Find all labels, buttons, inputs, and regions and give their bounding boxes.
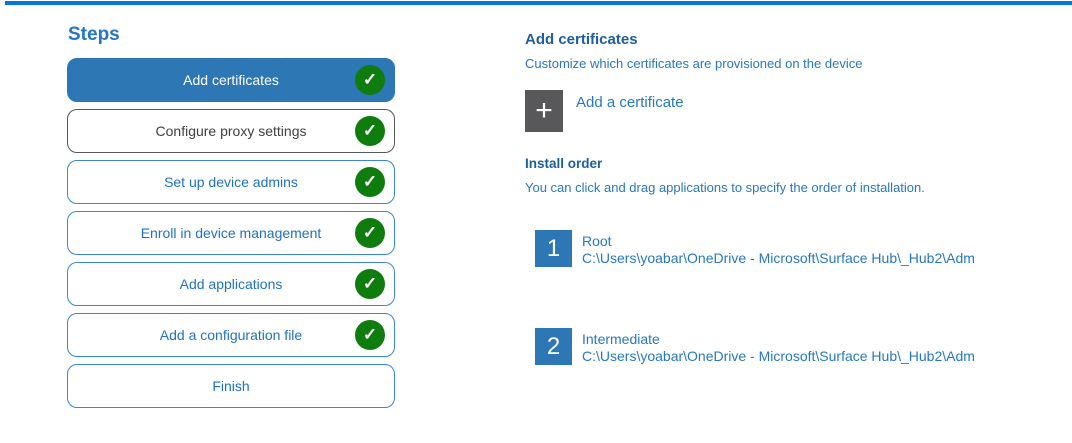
check-icon: ✓ — [355, 218, 385, 248]
step-label: Finish — [212, 378, 250, 394]
add-certificate-button[interactable]: + Add a certificate — [525, 90, 684, 132]
step-add-certificates[interactable]: Add certificates ✓ — [67, 58, 395, 102]
install-order-title: Install order — [525, 156, 603, 171]
step-add-applications[interactable]: Add applications ✓ — [67, 262, 395, 306]
add-certificate-label: Add a certificate — [576, 94, 684, 111]
plus-icon[interactable]: + — [525, 90, 563, 132]
accent-top-bar — [5, 1, 1072, 5]
step-label: Add applications — [179, 276, 283, 292]
certificate-path: C:\Users\yoabar\OneDrive - Microsoft\Sur… — [582, 348, 975, 364]
certificate-name: Intermediate — [582, 331, 660, 347]
check-icon: ✓ — [355, 65, 385, 95]
step-enroll-in-device-management[interactable]: Enroll in device management ✓ — [67, 211, 395, 255]
step-label: Add a configuration file — [159, 327, 303, 343]
section-subtitle: Customize which certificates are provisi… — [525, 56, 863, 71]
step-add-a-configuration-file[interactable]: Add a configuration file ✓ — [67, 313, 395, 357]
certificate-name: Root — [582, 233, 612, 249]
install-order-hint: You can click and drag applications to s… — [525, 180, 925, 195]
check-icon: ✓ — [355, 269, 385, 299]
step-configure-proxy-settings[interactable]: Configure proxy settings ✓ — [67, 109, 395, 153]
section-title: Add certificates — [525, 31, 638, 48]
step-label: Enroll in device management — [140, 225, 322, 241]
item-text: Intermediate C:\Users\yoabar\OneDrive - … — [582, 331, 975, 365]
certificate-path: C:\Users\yoabar\OneDrive - Microsoft\Sur… — [582, 250, 975, 266]
check-icon: ✓ — [355, 320, 385, 350]
step-set-up-device-admins[interactable]: Set up device admins ✓ — [67, 160, 395, 204]
check-icon: ✓ — [355, 167, 385, 197]
check-icon: ✓ — [355, 116, 385, 146]
step-label: Add certificates — [183, 72, 279, 88]
order-number-badge: 2 — [535, 328, 572, 365]
step-label: Configure proxy settings — [155, 123, 307, 139]
install-order-item-intermediate[interactable]: 2 Intermediate C:\Users\yoabar\OneDrive … — [535, 328, 975, 365]
steps-list: Add certificates ✓ Configure proxy setti… — [67, 58, 395, 408]
order-number-badge: 1 — [535, 230, 572, 267]
steps-panel-title: Steps — [68, 24, 120, 45]
step-label: Set up device admins — [164, 174, 298, 190]
install-order-item-root[interactable]: 1 Root C:\Users\yoabar\OneDrive - Micros… — [535, 230, 975, 267]
step-finish[interactable]: Finish — [67, 364, 395, 408]
item-text: Root C:\Users\yoabar\OneDrive - Microsof… — [582, 233, 975, 267]
